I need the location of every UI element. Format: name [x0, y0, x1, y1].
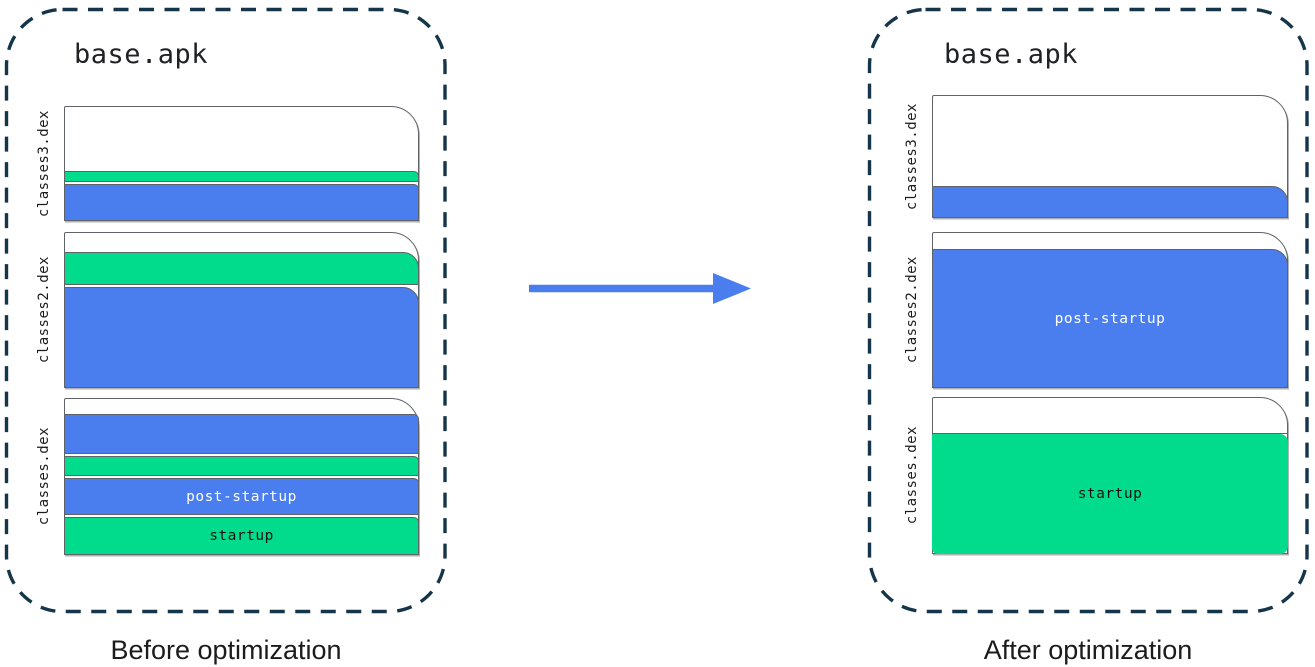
green-segment — [63, 252, 420, 285]
empty-space — [931, 398, 1289, 434]
empty-space — [65, 399, 418, 412]
green-segment — [63, 456, 420, 476]
post-startup-segment: post-startup — [931, 249, 1289, 388]
dex-file-page — [63, 106, 420, 221]
before-container-outline — [4, 7, 447, 614]
startup-segment: startup — [63, 517, 420, 555]
after-container-outline — [867, 7, 1309, 614]
empty-space — [933, 96, 1287, 184]
empty-space — [65, 107, 418, 169]
dex-file-label: classes.dex — [36, 427, 52, 526]
caption-before: Before optimization — [110, 635, 342, 665]
dex-file-page: startup — [931, 397, 1289, 554]
dex-file-label: classes.dex — [904, 426, 920, 525]
apk-title-before: base.apk — [74, 39, 209, 70]
dex-file: classes3.dex — [892, 95, 1289, 218]
empty-space — [933, 233, 1287, 247]
dex-file-label: classes3.dex — [36, 109, 52, 218]
dex-file-page — [931, 95, 1289, 218]
dex-file: classes3.dex — [24, 106, 420, 221]
blue-segment — [931, 186, 1289, 218]
dex-file: classes.dex startup — [892, 397, 1289, 554]
blue-segment — [63, 287, 420, 388]
green-segment — [63, 171, 420, 182]
dex-file: classes2.dex — [24, 232, 420, 388]
blue-segment — [63, 184, 420, 221]
dex-file-label: classes3.dex — [904, 102, 920, 211]
empty-space — [65, 233, 418, 250]
blue-segment — [63, 414, 420, 454]
arrow-head — [713, 273, 751, 304]
startup-segment: startup — [931, 434, 1289, 554]
dex-file-label: classes2.dex — [904, 256, 920, 364]
dex-file: classes2.dex post-startup — [892, 232, 1289, 388]
post-startup-segment: post-startup — [63, 478, 420, 515]
caption-after: After optimization — [983, 635, 1193, 665]
dex-file-page: post-startup — [931, 232, 1289, 388]
dex-file-label: classes2.dex — [36, 256, 52, 364]
apk-title-after: base.apk — [944, 39, 1079, 70]
dex-file-page — [63, 232, 420, 388]
